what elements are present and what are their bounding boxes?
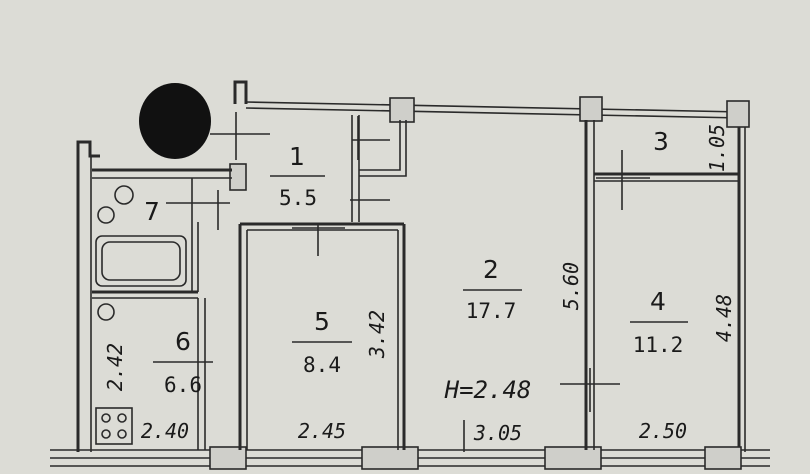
door-markers bbox=[166, 112, 650, 452]
room-4-label: 4 11.2 bbox=[630, 287, 688, 357]
bathroom-fixtures bbox=[95, 185, 187, 445]
room-2-label: 2 17.7 bbox=[463, 255, 522, 323]
room-3-number: 3 bbox=[653, 127, 669, 156]
room-6-number: 6 bbox=[175, 327, 191, 356]
room-4-number: 4 bbox=[650, 287, 666, 316]
kitchen-sink-icon bbox=[97, 303, 115, 321]
room-1-area: 5.5 bbox=[279, 186, 317, 210]
dim-room3-depth: 1.05 bbox=[705, 124, 729, 172]
room-5-number: 5 bbox=[314, 307, 330, 336]
room-1-number: 1 bbox=[289, 142, 305, 171]
dim-room5-depth: 3.42 bbox=[365, 310, 389, 359]
interior-walls bbox=[92, 115, 739, 450]
room-2-area: 17.7 bbox=[466, 299, 517, 323]
room-4-area: 11.2 bbox=[633, 333, 684, 357]
dim-room4-depth: 4.48 bbox=[712, 294, 736, 342]
room-3-label: 3 bbox=[653, 127, 669, 156]
room-1-label: 1 5.5 bbox=[270, 142, 325, 210]
stove-icon bbox=[95, 407, 133, 445]
dim-width-room2: 3.05 bbox=[473, 421, 522, 445]
redaction-mark bbox=[139, 83, 211, 159]
room-5-area: 8.4 bbox=[303, 353, 341, 377]
dim-width-room4: 2.50 bbox=[639, 419, 687, 443]
dimension-labels: 1.05 5.60 4.48 3.42 2.42 2.40 2.45 3.05 … bbox=[103, 124, 736, 445]
room-5-label: 5 8.4 bbox=[292, 307, 352, 377]
ceiling-height: H=2.48 bbox=[444, 376, 532, 404]
room-7-number: 7 bbox=[144, 197, 160, 226]
room-6-area: 6.6 bbox=[164, 373, 202, 397]
bathtub-icon bbox=[95, 235, 187, 287]
dim-width-room5: 2.45 bbox=[298, 419, 346, 443]
dim-width-room6: 2.40 bbox=[141, 419, 189, 443]
dim-room2-depth: 5.60 bbox=[559, 262, 583, 310]
columns bbox=[209, 96, 750, 470]
sink-icon bbox=[114, 185, 134, 205]
room-6-label: 6 6.6 bbox=[153, 327, 213, 397]
dim-room6-depth: 2.42 bbox=[103, 343, 127, 391]
toilet-icon bbox=[97, 206, 115, 224]
room-2-number: 2 bbox=[483, 255, 499, 284]
room-7-label: 7 bbox=[144, 197, 160, 226]
